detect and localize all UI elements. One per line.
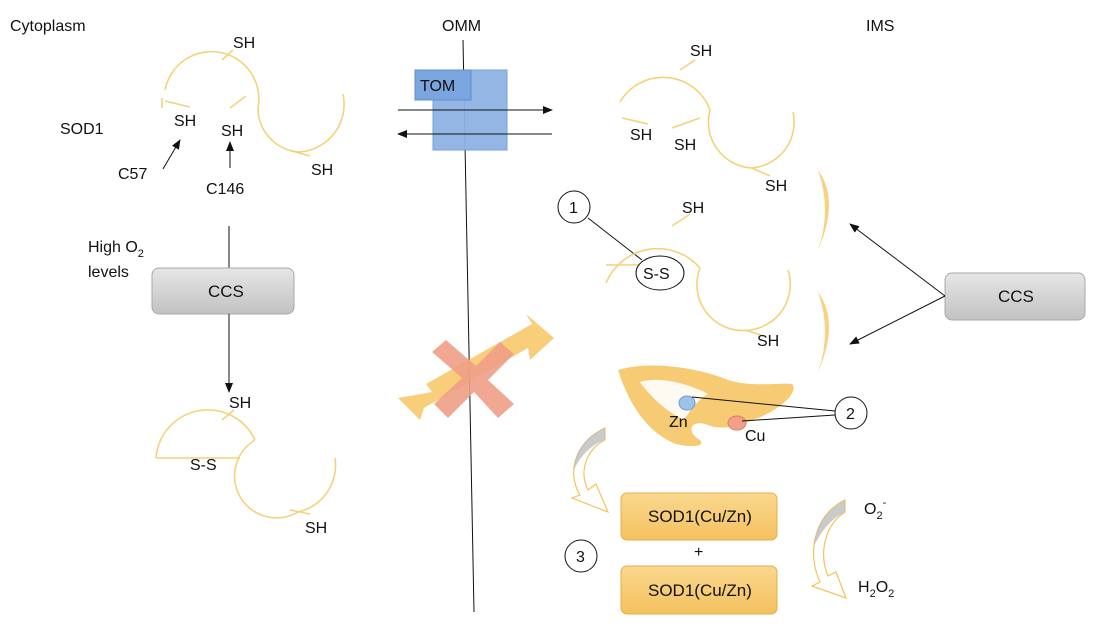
disulfide-label: S-S [643,266,670,283]
sh-label: SH [311,162,333,179]
sh-label: SH [682,200,704,217]
zinc-ion [678,395,696,411]
sod1-cu-zn-box [620,565,778,615]
sh-label: SH [765,178,787,195]
cytoplasm-header: Cytoplasm [10,18,86,35]
blocked-export-arrow [398,314,554,420]
copper-ion [727,415,747,431]
step-2-marker [834,396,868,430]
ccs-binding-arrow [849,295,946,345]
sh-label: SH [305,520,327,537]
omm-header: OMM [442,18,481,35]
copper-label: Cu [745,428,765,445]
ccs-label: CCS [998,287,1034,306]
step-1-marker [557,190,591,224]
step-2-pointer [691,396,836,412]
sh-label: SH [174,113,196,130]
sod1-label: SOD1 [60,121,104,138]
ccs-box [151,267,295,315]
hydrogen-peroxide-label: H2O2 [858,579,894,600]
ccs-crescent [818,170,829,250]
step-3-marker [564,539,598,573]
levels-label: levels [88,264,129,281]
step-3-number: 3 [576,549,585,566]
ccs-label: CCS [208,282,244,301]
sh-label: SH [221,123,243,140]
c57-label: C57 [118,166,147,183]
sod1-cu-zn-label: SOD1(Cu/Zn) [648,581,752,600]
sh-label: SH [690,43,712,60]
disulfide-label: S-S [190,457,217,474]
ccs-binding-arrow [849,223,946,297]
disulfide-circle [635,255,685,291]
ims-sod1-oxidized [605,213,792,337]
sh-label: SH [233,35,255,52]
high-o2-label: High O2 [88,239,144,260]
superoxide-label: O2- [864,497,887,522]
cytoplasm-sod1-reduced [161,49,345,157]
cross-icon [432,340,514,418]
tom-label: TOM [420,78,455,95]
metal-loaded-sod1 [618,365,794,447]
sh-label: SH [229,395,251,412]
c146-label: C146 [206,181,244,198]
step-1-number: 1 [569,200,578,217]
ims-sod1-reduced [619,59,795,177]
zinc-label: Zn [669,414,688,431]
step-1-pointer [587,217,643,261]
sh-label: SH [757,333,779,350]
step-2-number: 2 [846,406,855,423]
dismutation-curved-arrow [810,499,848,599]
ims-header: IMS [866,18,894,35]
cytoplasm-sod1-oxidized [155,409,337,519]
sod1-cu-zn-box [620,492,778,541]
sh-label: SH [630,127,652,144]
step-2-pointer [741,414,836,422]
sh-label: SH [674,137,696,154]
c57-pointer-arrow [162,139,181,170]
sod1-cu-zn-label: SOD1(Cu/Zn) [648,507,752,526]
dimerization-curved-arrow [570,427,610,514]
tom-complex: TOM [397,69,553,151]
plus-sign: + [694,544,703,561]
ccs-crescent [818,292,829,372]
